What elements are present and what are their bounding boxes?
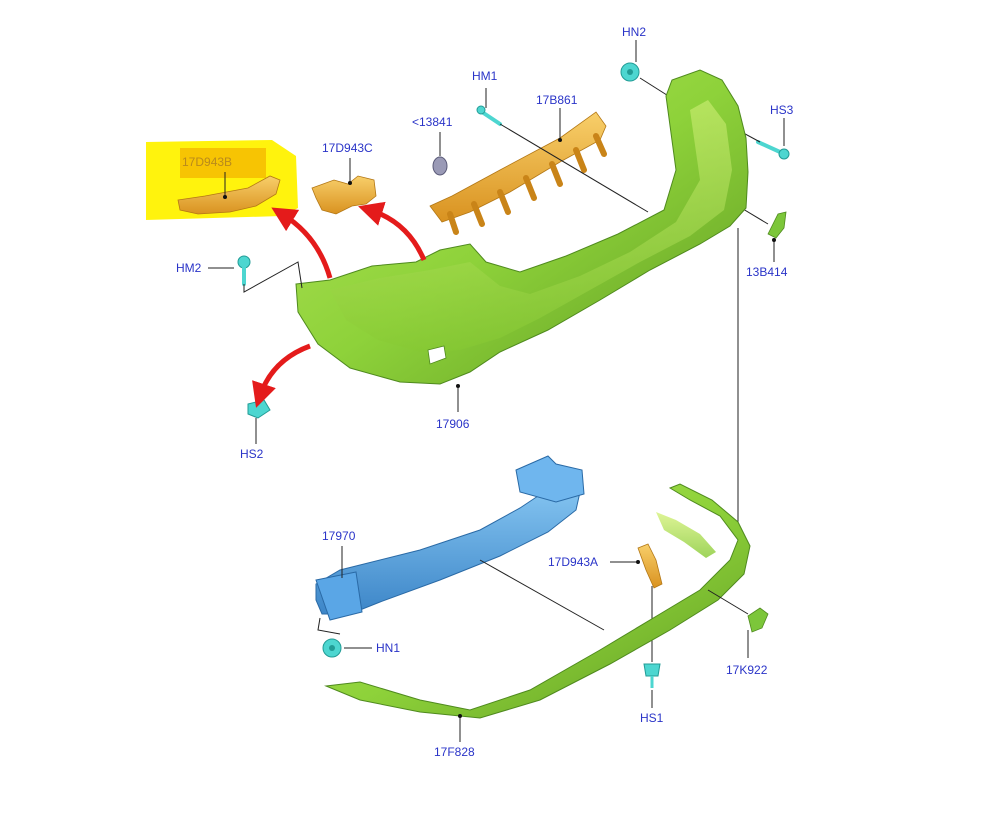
reinforcement-beam-17970 <box>315 455 585 621</box>
screw-hs3 <box>756 140 790 160</box>
bumper-cover-17906 <box>295 69 749 385</box>
screw-hs2 <box>247 399 271 419</box>
label-13841: <13841 <box>412 115 453 129</box>
label-hm2: HM2 <box>176 261 202 275</box>
bracket-17d943a <box>637 543 663 589</box>
absorber-17b861 <box>429 111 607 235</box>
label-17k922: 17K922 <box>726 663 768 677</box>
label-hn2: HN2 <box>622 25 646 39</box>
clip-strip-13b414 <box>767 211 787 239</box>
label-17d943b: 17D943B <box>182 155 232 169</box>
highlight-label-box <box>180 148 266 178</box>
label-17b861: 17B861 <box>536 93 578 107</box>
label-17970: 17970 <box>322 529 356 543</box>
label-hn1: HN1 <box>376 641 400 655</box>
label-17d943c: 17D943C <box>322 141 373 155</box>
label-hm1: HM1 <box>472 69 498 83</box>
label-13b414: 13B414 <box>746 265 788 279</box>
nut-hn1 <box>322 638 342 658</box>
red-arrow-to-17d943c <box>358 201 427 261</box>
lower-valance-17f828 <box>324 483 751 719</box>
label-17d943a: 17D943A <box>548 555 598 569</box>
label-17f828: 17F828 <box>434 745 475 759</box>
bracket-17d943b <box>177 175 281 215</box>
label-hs2: HS2 <box>240 447 264 461</box>
screw-hm2 <box>237 255 251 286</box>
red-arrow-to-17d943b <box>271 207 333 279</box>
bracket-17d943c <box>311 175 377 215</box>
clip-17k922 <box>747 607 769 633</box>
screw-hs1 <box>643 663 661 688</box>
label-17906: 17906 <box>436 417 470 431</box>
label-hs3: HS3 <box>770 103 794 117</box>
red-arrow-to-hs2 <box>252 343 311 408</box>
nut-hn2 <box>620 62 640 82</box>
screw-hm1 <box>476 105 502 126</box>
label-hs1: HS1 <box>640 711 664 725</box>
grommet-13841 <box>432 156 448 176</box>
